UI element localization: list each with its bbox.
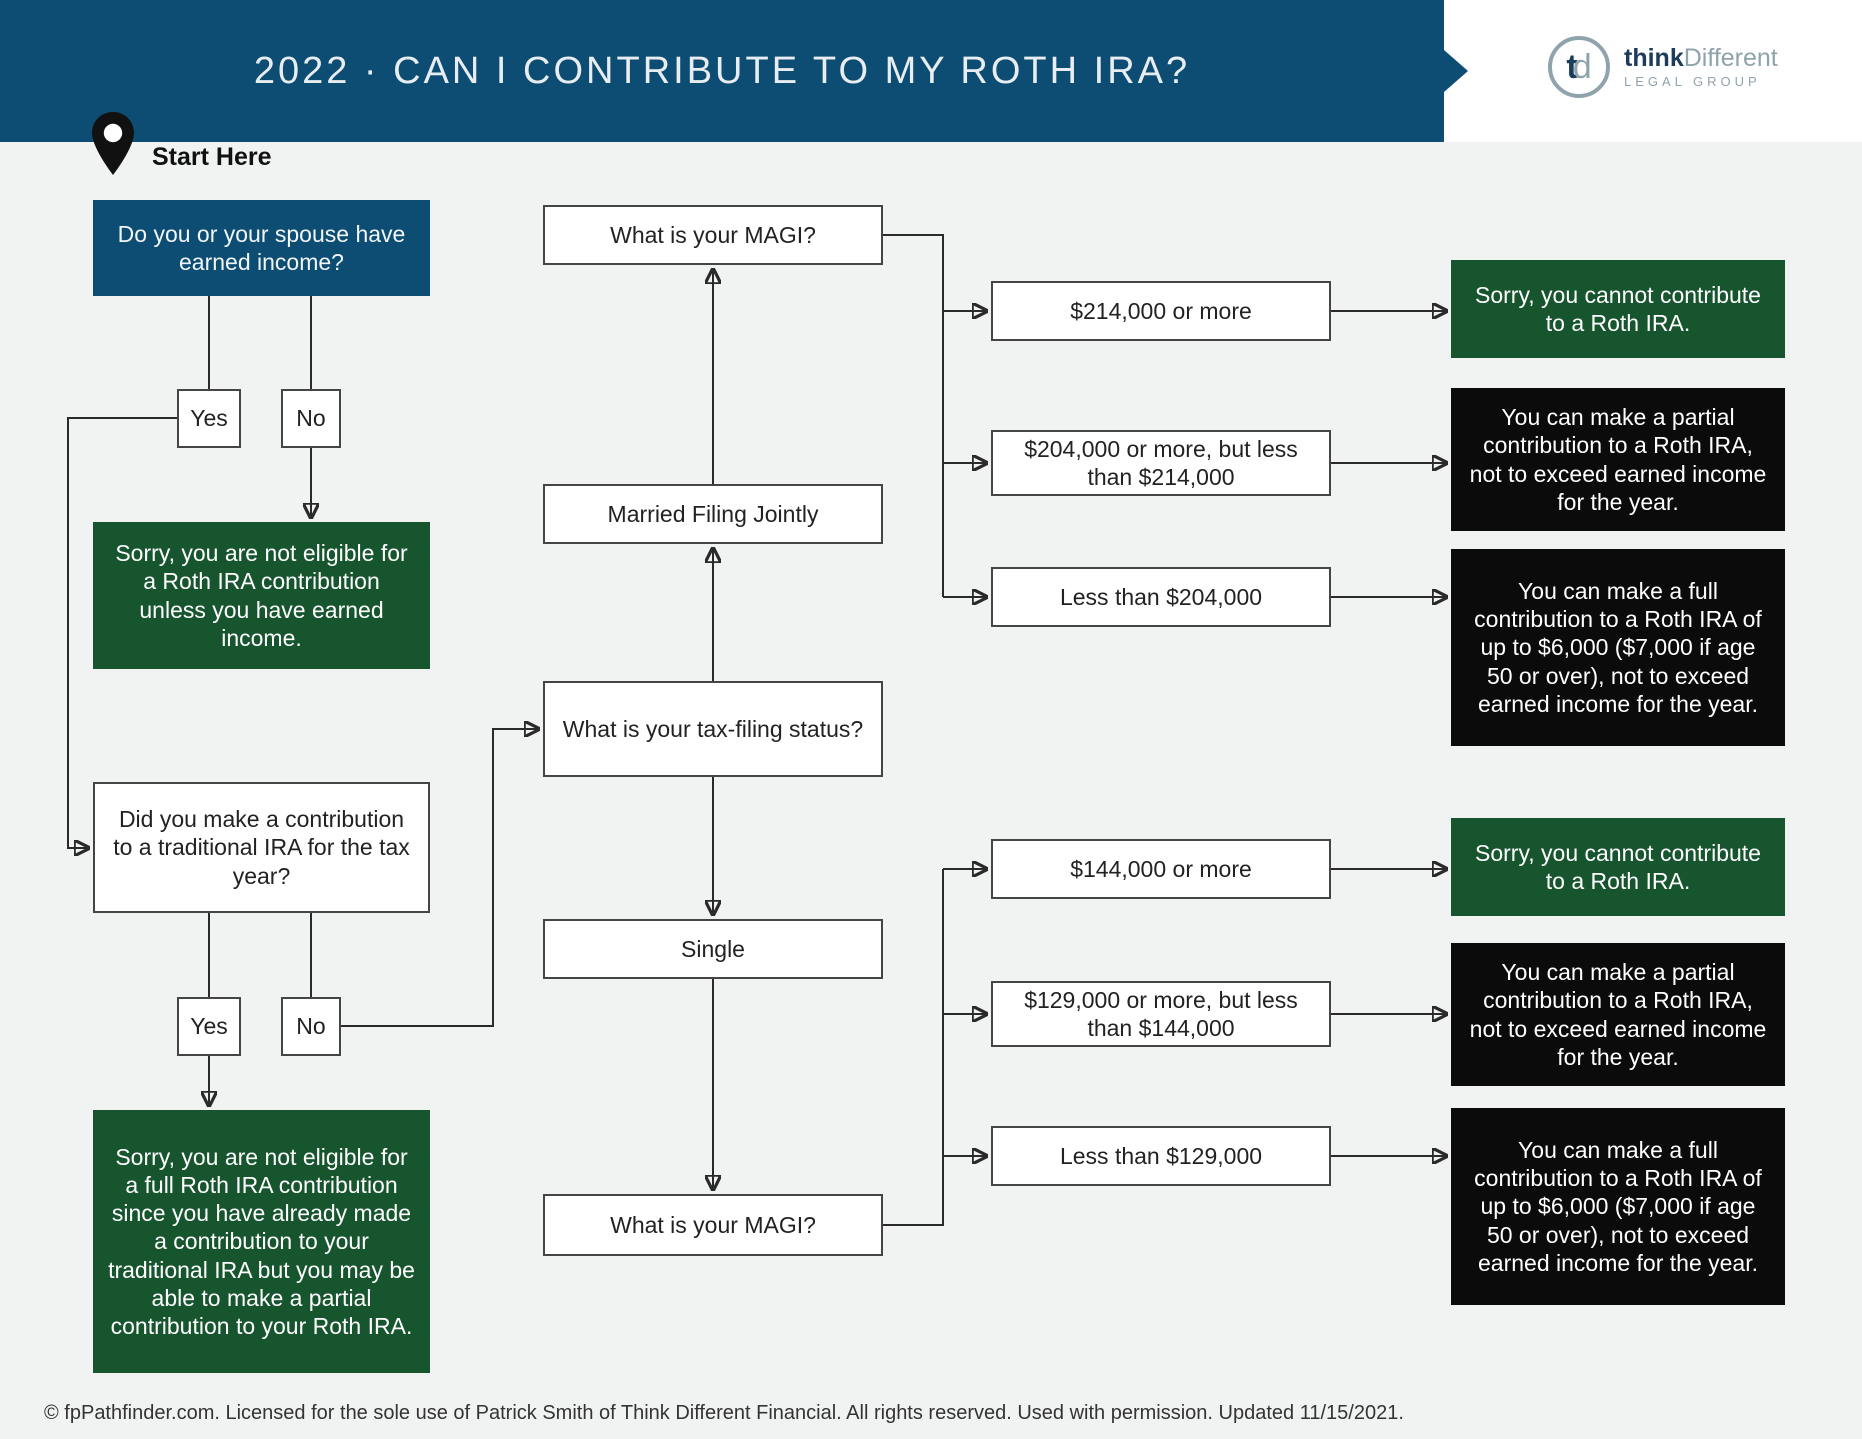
answer-yes-earned-income: Yes: [177, 389, 241, 448]
page-title: 2022 · CAN I CONTRIBUTE TO MY ROTH IRA?: [253, 50, 1191, 92]
location-pin-icon: [92, 112, 134, 175]
option-magi-129k-to-144k: $129,000 or more, but less than $144,000: [991, 981, 1331, 1047]
header-bar: 2022 · CAN I CONTRIBUTE TO MY ROTH IRA? …: [0, 0, 1862, 142]
option-magi-less-than-204k: Less than $204,000: [991, 567, 1331, 627]
option-magi-204k-to-214k: $204,000 or more, but less than $214,000: [991, 430, 1331, 496]
option-magi-144k-or-more: $144,000 or more: [991, 839, 1331, 899]
monogram-d: d: [1572, 47, 1592, 86]
option-single: Single: [543, 919, 883, 979]
result-cannot-contribute-mfj: Sorry, you cannot contribute to a Roth I…: [1451, 260, 1785, 358]
result-partial-contribution-mfj: You can make a partial contribution to a…: [1451, 388, 1785, 531]
question-tax-filing-status: What is your tax-filing status?: [543, 681, 883, 777]
option-magi-less-than-129k: Less than $129,000: [991, 1126, 1331, 1186]
logo-think: think: [1624, 43, 1684, 72]
footer-license: © fpPathfinder.com. Licensed for the sol…: [44, 1402, 1404, 1424]
result-cannot-contribute-single: Sorry, you cannot contribute to a Roth I…: [1451, 818, 1785, 916]
result-full-contribution-single: You can make a full contribution to a Ro…: [1451, 1108, 1785, 1305]
option-magi-214k-or-more: $214,000 or more: [991, 281, 1331, 341]
question-magi-mfj: What is your MAGI?: [543, 205, 883, 265]
answer-no-earned-income: No: [281, 389, 341, 448]
result-partial-after-traditional: Sorry, you are not eligible for a full R…: [93, 1110, 430, 1373]
logo-subtitle: LEGAL GROUP: [1624, 74, 1761, 90]
result-not-eligible-no-income: Sorry, you are not eligible for a Roth I…: [93, 522, 430, 669]
result-partial-contribution-single: You can make a partial contribution to a…: [1451, 943, 1785, 1086]
option-married-filing-jointly: Married Filing Jointly: [543, 484, 883, 544]
answer-no-traditional-ira: No: [281, 997, 341, 1056]
start-here-label: Start Here: [152, 143, 272, 171]
monogram-t: t: [1566, 47, 1578, 86]
header-arrow-decoration: [1444, 50, 1468, 92]
question-magi-single: What is your MAGI?: [543, 1194, 883, 1256]
start-here: Start Here: [88, 110, 272, 178]
question-earned-income: Do you or your spouse have earned income…: [93, 200, 430, 296]
result-full-contribution-mfj: You can make a full contribution to a Ro…: [1451, 549, 1785, 746]
logo-text: thinkDifferent LEGAL GROUP: [1624, 45, 1778, 89]
header-title-band: 2022 · CAN I CONTRIBUTE TO MY ROTH IRA?: [0, 0, 1444, 142]
question-traditional-ira: Did you make a contribution to a traditi…: [93, 782, 430, 913]
answer-yes-traditional-ira: Yes: [177, 997, 241, 1056]
logo-brand-line: thinkDifferent: [1624, 45, 1778, 71]
logo-different: Different: [1683, 43, 1778, 72]
